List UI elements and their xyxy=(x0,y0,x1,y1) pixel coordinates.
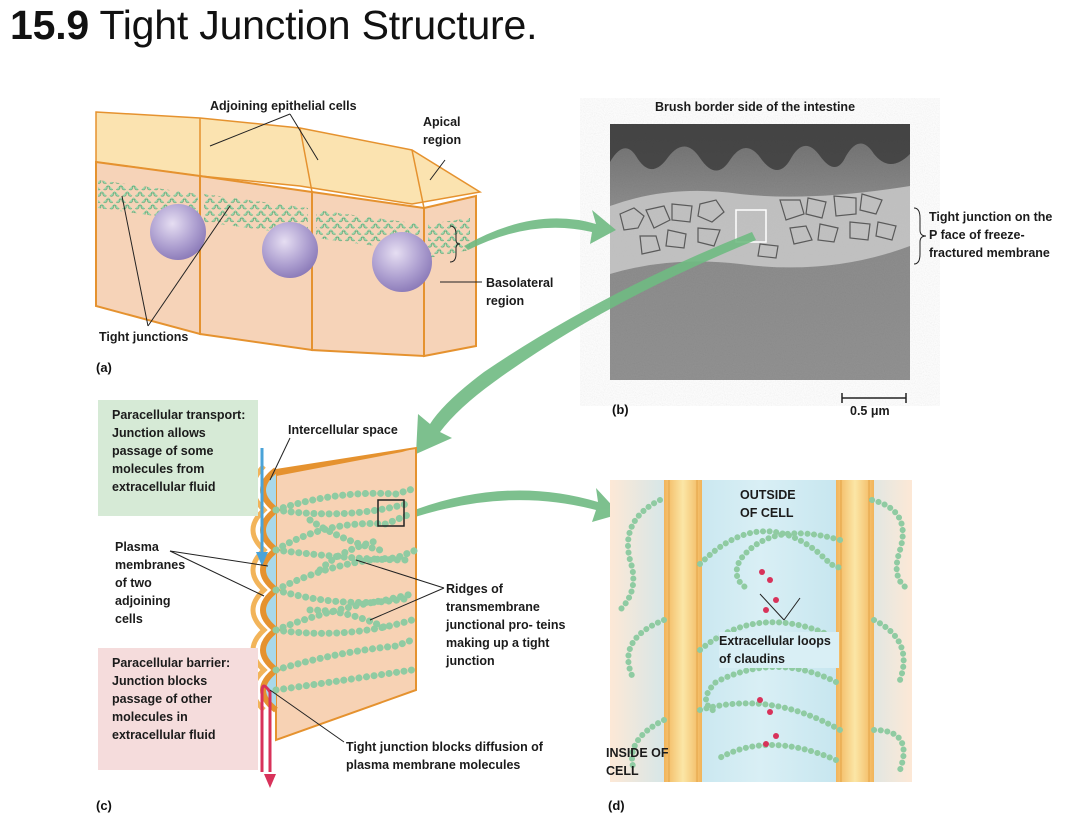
connector-arrows xyxy=(404,210,756,522)
label-inside-cell: INSIDE OF CELL xyxy=(606,746,669,778)
label-brush-border: Brush border side of the intestine xyxy=(655,100,856,114)
panel-d-claudins xyxy=(610,480,913,782)
label-apical-region: Apical region xyxy=(423,115,462,147)
label-plasma-membranes: Plasma membranes of two adjoining cells xyxy=(115,540,186,626)
panel-a-cells xyxy=(95,111,483,358)
label-ridges: Ridges of transmembrane junctional pro- … xyxy=(446,582,566,668)
paracellular-barrier-box: Paracellular barrier: Junction blocks pa… xyxy=(98,648,258,770)
page-title: 15.9 Tight Junction Structure. xyxy=(10,2,538,49)
figure-title: Tight Junction Structure. xyxy=(99,2,538,48)
panel-c-junction xyxy=(169,437,445,788)
panel-d-letter: (d) xyxy=(608,798,625,813)
panel-c-letter: (c) xyxy=(96,798,112,813)
label-tight-junction-pface: Tight junction on the P face of freeze-f… xyxy=(929,210,1053,260)
panel-a-letter: (a) xyxy=(96,360,112,375)
label-outside-cell: OUTSIDE OF CELL xyxy=(740,488,796,520)
label-intercellular-space: Intercellular space xyxy=(288,423,398,437)
label-diffusion: Tight junction blocks diffusion of plasm… xyxy=(346,740,543,772)
label-adjoining-cells: Adjoining epithelial cells xyxy=(210,99,357,113)
barrier-heading: Paracellular barrier: xyxy=(112,656,231,670)
transport-text: Junction allows passage of some molecule… xyxy=(112,426,216,494)
panel-b-micrograph xyxy=(610,124,927,403)
figure-number: 15.9 xyxy=(10,2,89,48)
transport-heading: Paracellular transport: xyxy=(112,408,246,422)
label-basolateral-region: Basolateral region xyxy=(486,276,554,308)
panel-b-letter: (b) xyxy=(612,402,629,417)
label-claudin-loops: Extracellular loops of claudins xyxy=(719,632,839,668)
paracellular-transport-box: Paracellular transport: Junction allows … xyxy=(98,400,258,516)
label-tight-junctions: Tight junctions xyxy=(99,330,189,344)
scale-bar-label: 0.5 μm xyxy=(850,404,890,418)
barrier-text: Junction blocks passage of other molecul… xyxy=(112,674,216,742)
